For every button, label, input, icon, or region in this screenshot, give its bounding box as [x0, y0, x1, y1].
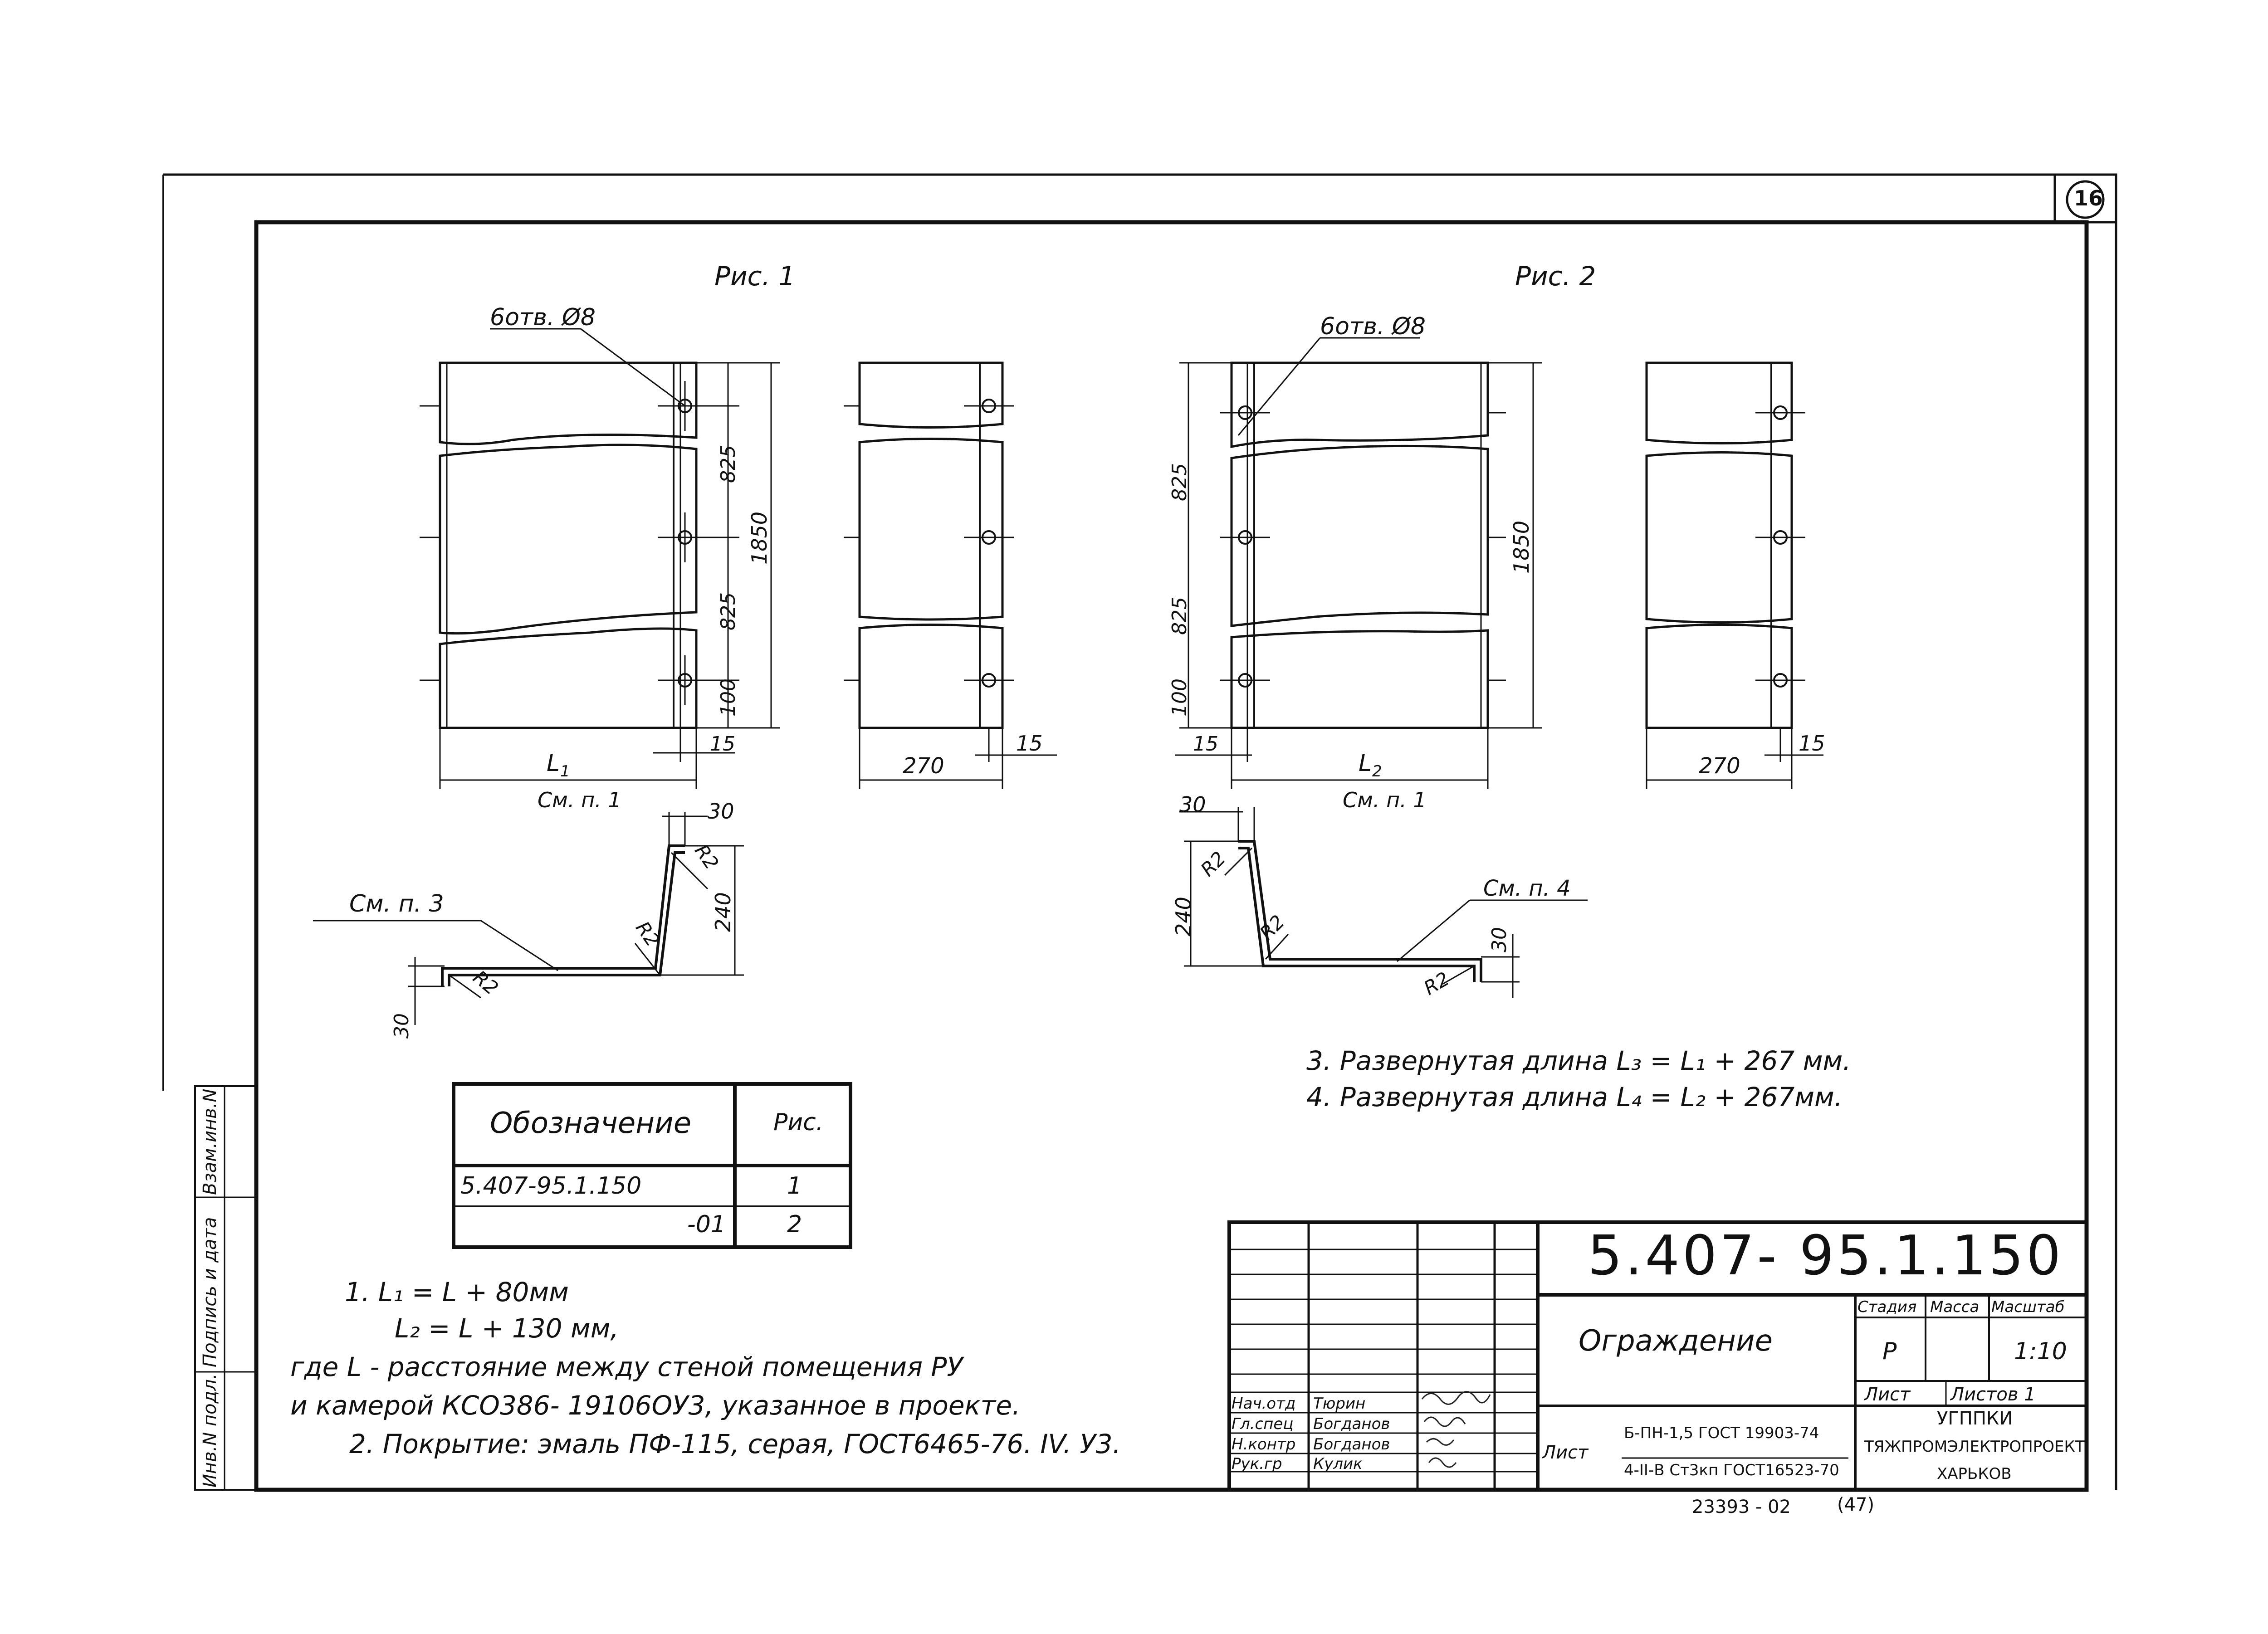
svg-text:100: 100: [1168, 678, 1191, 717]
stage-value: Р: [1882, 1338, 1897, 1365]
drawing-name: Ограждение: [1579, 1324, 1773, 1358]
fig2-title: Рис. 2: [1515, 261, 1596, 292]
svg-text:825: 825: [717, 592, 740, 630]
org-line-2: ТЯЖПРОМЭЛЕКТРОПРОЕКТ: [1864, 1438, 2085, 1456]
scale-value: 1:10: [2014, 1338, 2067, 1365]
note-1b: L₂ = L + 130 мм,: [395, 1313, 619, 1344]
sheet-label: Лист: [1864, 1384, 1911, 1405]
sheets-count: Листов 1: [1950, 1384, 2036, 1405]
spec-row-2-fig: 2: [787, 1211, 802, 1238]
name-4: Кулик: [1313, 1455, 1363, 1473]
svg-text:L: L: [1359, 750, 1372, 777]
fig1-title: Рис. 1: [714, 261, 796, 292]
role-3: Н.контр: [1232, 1435, 1296, 1454]
name-2: Богданов: [1313, 1415, 1390, 1433]
fig1-holes-label: 6отв. Ø8: [490, 304, 596, 331]
spec-row-2-designation: -01: [687, 1211, 726, 1238]
archive-number: 23393 - 02: [1692, 1497, 1791, 1517]
svg-text:30: 30: [1488, 927, 1511, 952]
svg-text:825: 825: [1168, 597, 1191, 635]
archive-sheet: (47): [1837, 1494, 1875, 1515]
svg-text:15: 15: [710, 732, 735, 756]
svg-text:30: 30: [1179, 792, 1206, 817]
role-2: Гл.спец: [1232, 1415, 1294, 1433]
fig2-holes-label: 6отв. Ø8: [1320, 313, 1426, 340]
svg-text:L: L: [547, 750, 560, 777]
svg-text:2: 2: [1372, 762, 1382, 780]
svg-text:240: 240: [711, 892, 735, 932]
svg-text:См. п. 4: См. п. 4: [1483, 876, 1571, 901]
svg-text:825: 825: [1168, 463, 1191, 501]
svg-text:15: 15: [1193, 732, 1218, 756]
note-4: 4. Развернутая длина L₄ = L₂ + 267мм.: [1306, 1082, 1843, 1112]
svg-text:1850: 1850: [747, 512, 772, 565]
document-code: 5.407- 95.1.150: [1588, 1224, 2064, 1288]
stage-label: Стадия: [1857, 1298, 1917, 1316]
spec-row-1-designation: 5.407-95.1.150: [460, 1172, 642, 1200]
spec-header-designation: Обозначение: [490, 1107, 692, 1140]
svg-text:270: 270: [1699, 753, 1740, 779]
svg-text:См. п. 1: См. п. 1: [1343, 788, 1427, 812]
org-line-1: УГППКИ: [1937, 1408, 2013, 1429]
note-1c: где L - расстояние между стеной помещени…: [290, 1351, 963, 1382]
svg-text:30: 30: [390, 1013, 413, 1039]
svg-text:15: 15: [1799, 731, 1825, 756]
scale-label: Масштаб: [1991, 1298, 2065, 1316]
svg-text:270: 270: [903, 753, 944, 779]
svg-text:1850: 1850: [1509, 521, 1534, 574]
note-1a: 1. L₁ = L + 80мм: [345, 1277, 569, 1307]
svg-text:См. п. 3: См. п. 3: [349, 890, 444, 917]
material-label: Лист: [1542, 1442, 1589, 1463]
svg-text:240: 240: [1171, 897, 1196, 937]
spec-header-fig: Рис.: [773, 1109, 824, 1136]
spec-row-1-fig: 1: [787, 1172, 802, 1200]
material-line-1: Б-ПН-1,5 ГОСТ 19903-74: [1624, 1424, 1819, 1442]
svg-text:825: 825: [717, 445, 740, 483]
role-4: Рук.гр: [1232, 1455, 1282, 1473]
name-3: Богданов: [1313, 1435, 1390, 1454]
name-1: Тюрин: [1313, 1395, 1366, 1413]
note-3: 3. Развернутая длина L₃ = L₁ + 267 мм.: [1306, 1045, 1851, 1076]
org-line-3: ХАРЬКОВ: [1937, 1465, 2012, 1483]
note-2: 2. Покрытие: эмаль ПФ-115, серая, ГОСТ64…: [349, 1429, 1121, 1459]
sheet-number: 16: [2074, 186, 2103, 210]
svg-text:100: 100: [717, 678, 740, 717]
material-line-2: 4-II-В Ст3кп ГОСТ16523-70: [1624, 1461, 1839, 1479]
svg-text:См. п. 1: См. п. 1: [538, 788, 621, 812]
svg-text:15: 15: [1016, 731, 1043, 756]
svg-text:30: 30: [708, 799, 734, 824]
svg-text:1: 1: [560, 762, 570, 780]
role-1: Нач.отд: [1232, 1395, 1296, 1413]
mass-label: Масса: [1930, 1298, 1980, 1316]
note-1d: и камерой КСО386- 19106ОУ3, указанное в …: [290, 1390, 1021, 1421]
